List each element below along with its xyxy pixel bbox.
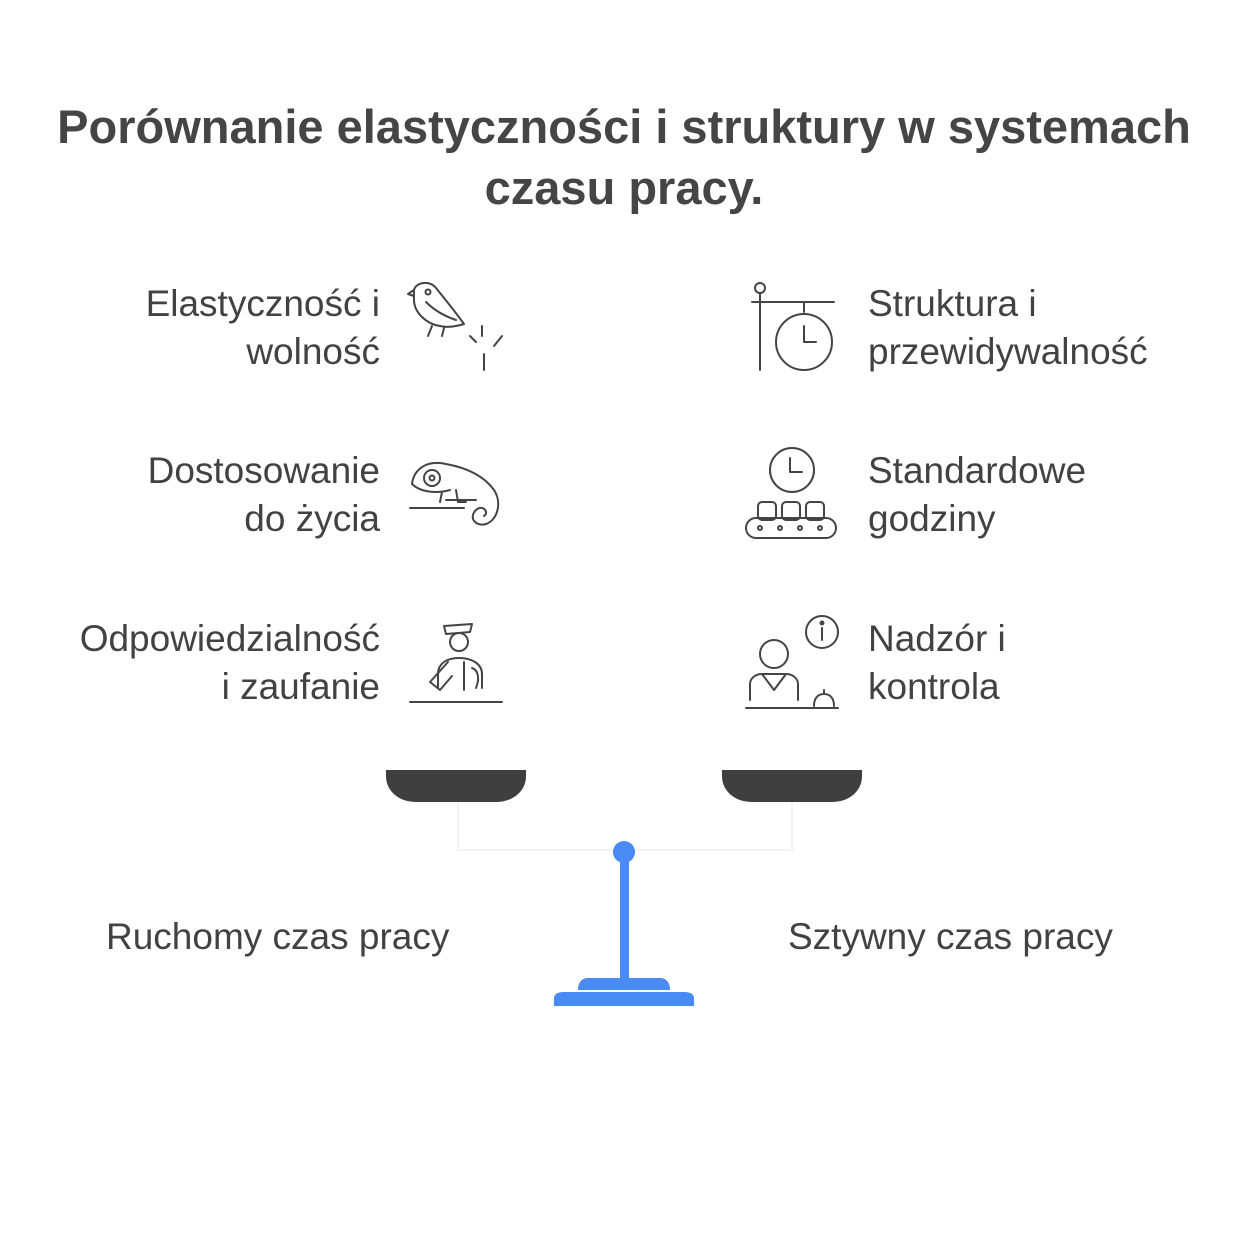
concierge-icon bbox=[406, 618, 506, 708]
scale-base-top bbox=[578, 978, 670, 990]
right-item-standard-hours: Standardowe godziny bbox=[868, 450, 1087, 539]
bird-icon bbox=[404, 276, 508, 376]
left-pan bbox=[386, 770, 526, 802]
chameleon-icon bbox=[406, 454, 506, 534]
page-title: Porównanie elastyczności i struktury w s… bbox=[40, 96, 1208, 218]
scale-base bbox=[554, 992, 694, 1006]
clock-conveyor-icon bbox=[744, 446, 844, 546]
title-line-2: czasu pracy. bbox=[484, 161, 764, 214]
left-item-flexibility: Elastyczność i wolność bbox=[145, 283, 380, 372]
left-item-responsibility: Odpowiedzialność i zaufanie bbox=[79, 618, 380, 707]
clock-sign-icon bbox=[744, 276, 844, 376]
title-line-1: Porównanie elastyczności i struktury w s… bbox=[57, 100, 1191, 153]
right-pan bbox=[722, 770, 862, 802]
right-item-supervision: Nadzór i kontrola bbox=[868, 618, 1006, 707]
left-item-adaptation: Dostosowanie do życia bbox=[147, 450, 380, 539]
right-side-label: Sztywny czas pracy bbox=[788, 916, 1113, 957]
scale-pivot bbox=[613, 841, 635, 863]
left-side-label: Ruchomy czas pracy bbox=[106, 916, 450, 957]
right-item-structure: Struktura i przewidywalność bbox=[868, 283, 1148, 372]
scale-post bbox=[620, 862, 629, 978]
supervisor-info-icon bbox=[742, 612, 846, 712]
